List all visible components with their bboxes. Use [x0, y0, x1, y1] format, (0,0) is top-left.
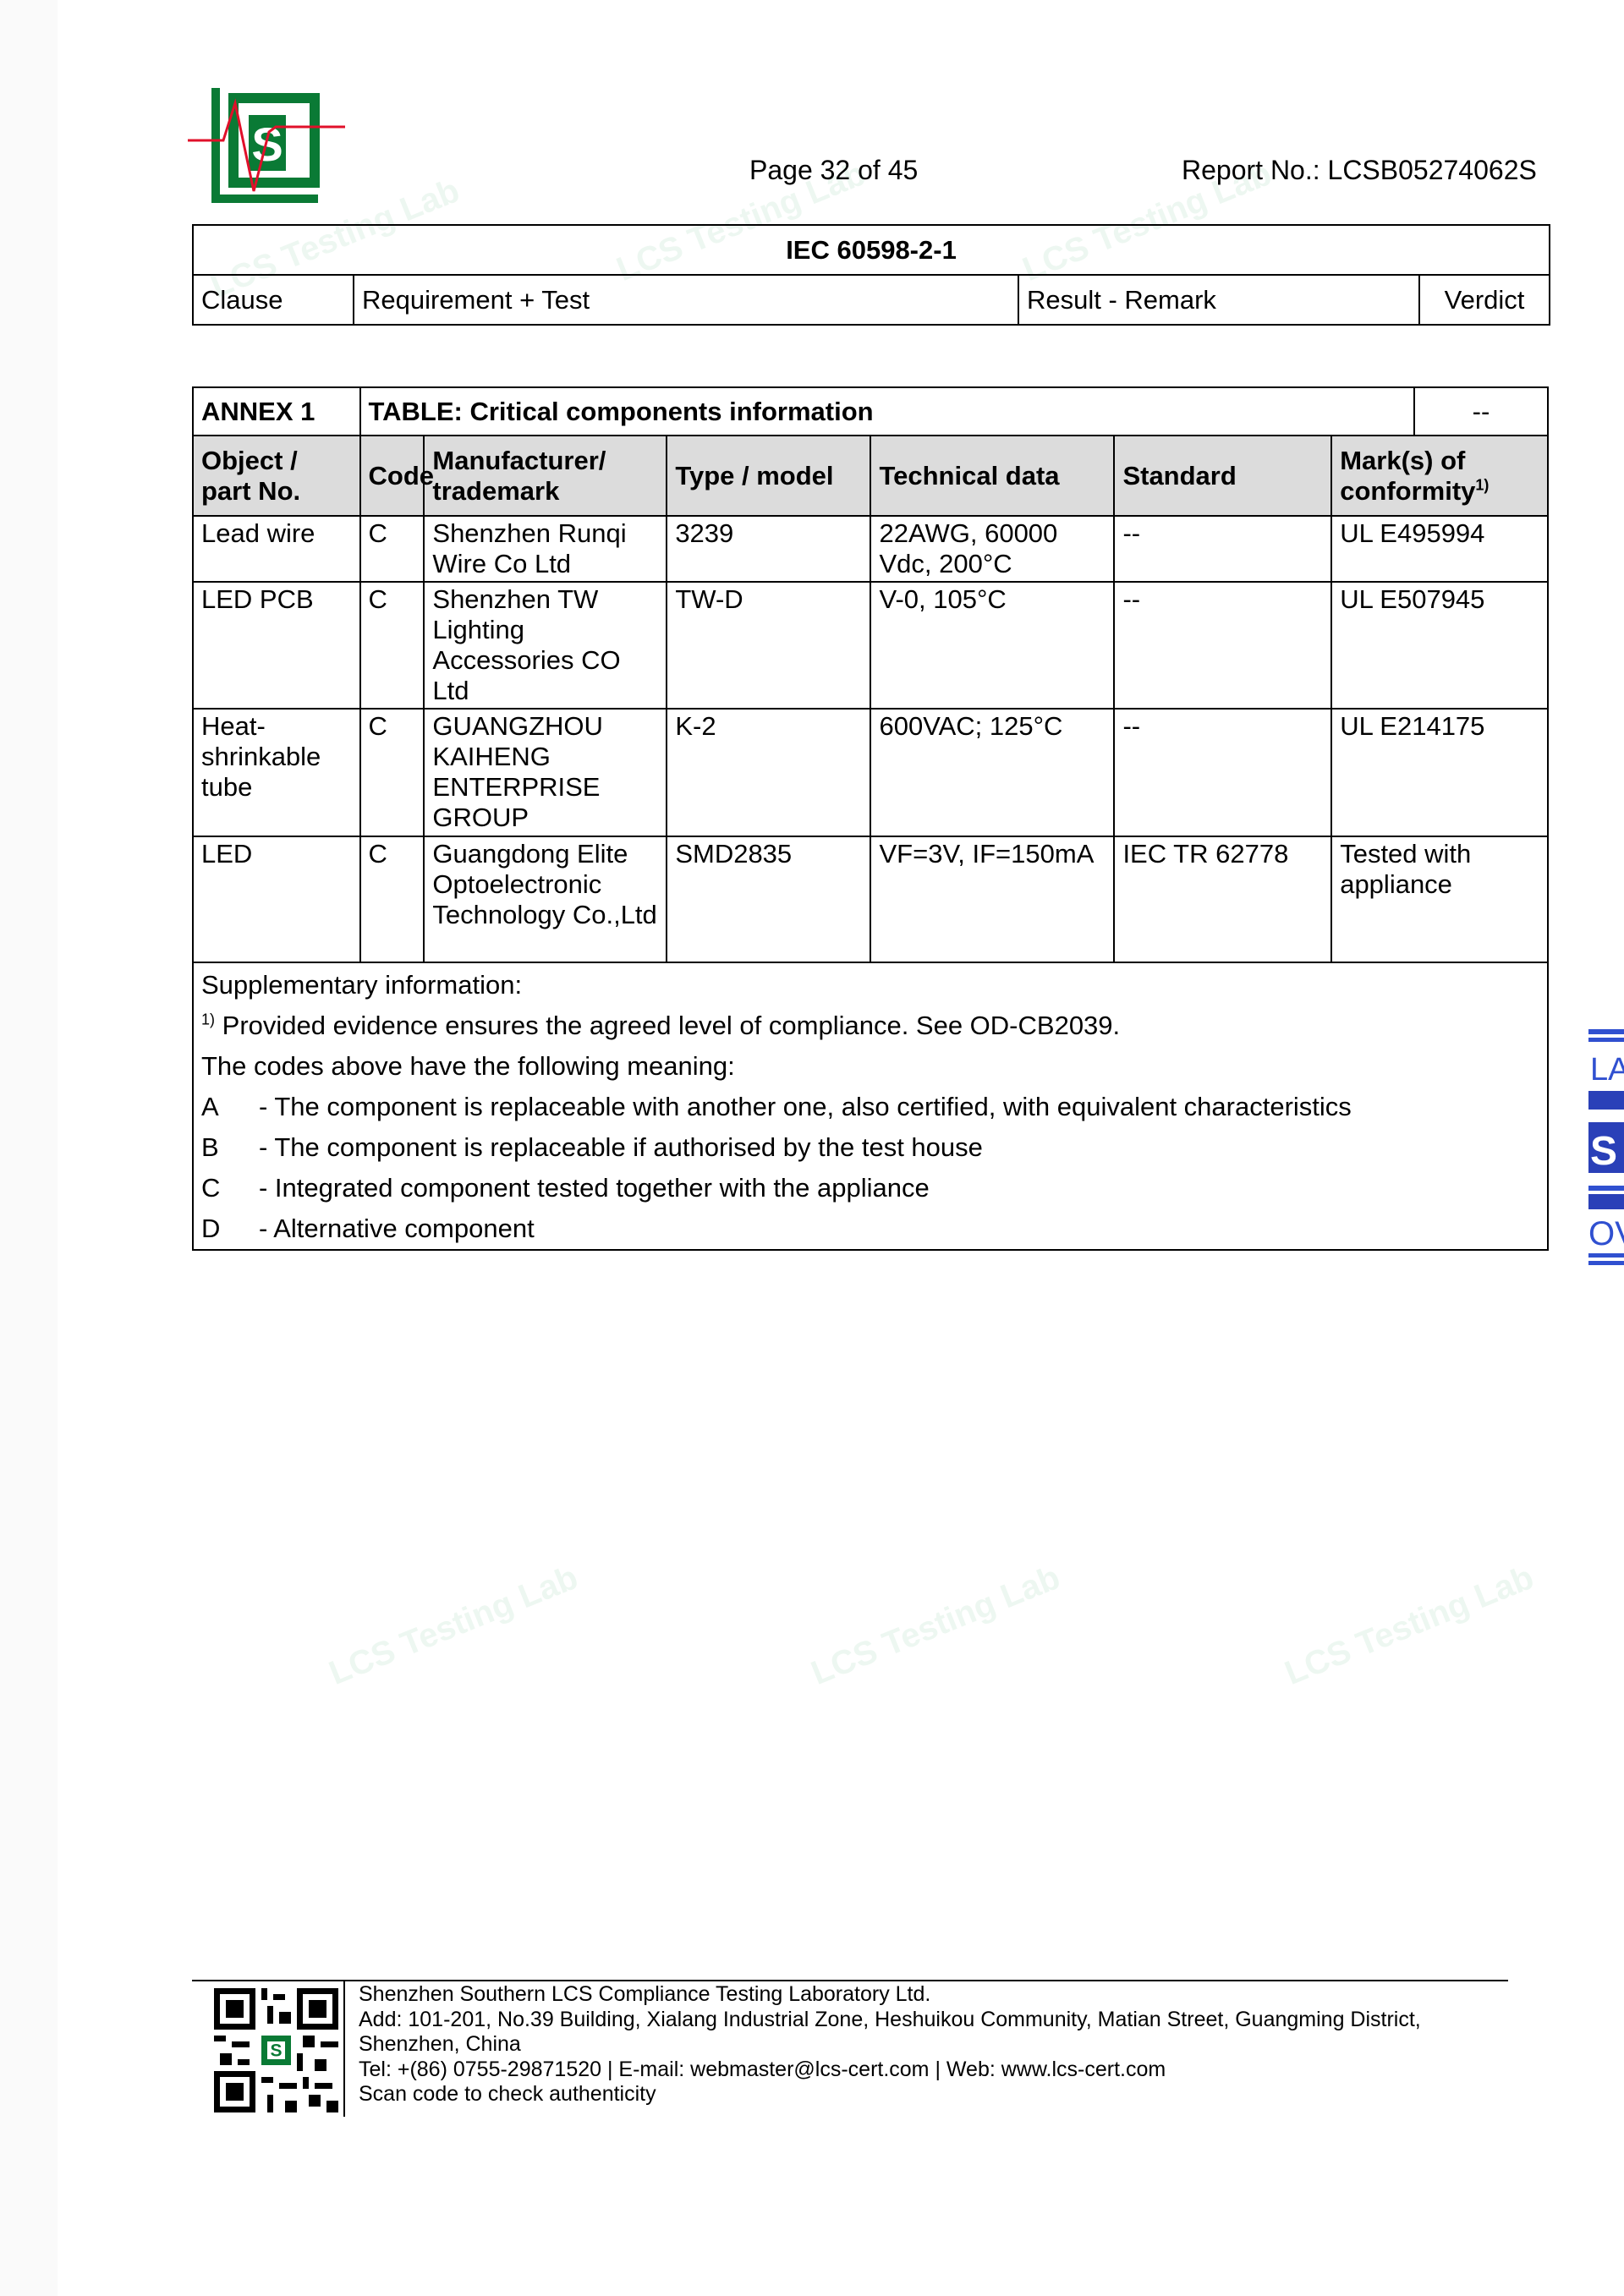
- code-letter: D: [201, 1214, 221, 1243]
- cell-type: SMD2835: [666, 836, 872, 963]
- svg-text:S: S: [251, 118, 283, 171]
- header-technical: Technical data: [870, 435, 1116, 517]
- supplementary-info: Supplementary information: 1) Provided e…: [192, 962, 1549, 1251]
- codes-intro: The codes above have the following meani…: [201, 1051, 735, 1081]
- footer-info: Shenzhen Southern LCS Compliance Testing…: [359, 1982, 1421, 2107]
- cell-mark: UL E495994: [1330, 515, 1549, 583]
- qr-code[interactable]: S: [214, 1988, 338, 2112]
- cell-standard: --: [1113, 708, 1333, 837]
- cell-technical: VF=3V, IF=150mA: [870, 836, 1116, 963]
- code-description: - Integrated component tested together w…: [259, 1173, 930, 1203]
- cell-part: LED PCB: [192, 581, 361, 710]
- annex-verdict: --: [1413, 386, 1550, 436]
- cell-type: K-2: [666, 708, 872, 837]
- cell-code: C: [359, 581, 425, 710]
- scan-hint: Scan code to check authenticity: [359, 2082, 656, 2106]
- svg-text:OV: OV: [1588, 1215, 1624, 1252]
- cell-manufacturer: Shenzhen TW Lighting Accessories CO Ltd: [423, 581, 668, 710]
- code-letter: A: [201, 1092, 219, 1121]
- cell-mark: UL E507945: [1330, 581, 1549, 710]
- code-description: - The component is replaceable with anot…: [259, 1092, 1352, 1121]
- address-line-2: Shenzhen, China: [359, 2032, 521, 2056]
- footer-divider: [192, 1980, 1508, 1981]
- standard-title: IEC 60598-2-1: [192, 224, 1550, 276]
- header-standard: Standard: [1113, 435, 1333, 517]
- cell-standard: --: [1113, 515, 1333, 583]
- cell-mark: Tested with appliance: [1330, 836, 1549, 963]
- table-row: LED PCB C Shenzhen TW Lighting Accessori…: [192, 581, 1549, 710]
- col-result: Result - Remark: [1018, 274, 1420, 326]
- page-number: Page 32 of 45: [749, 155, 919, 185]
- cell-standard: --: [1113, 581, 1333, 710]
- header-mark: Mark(s) of conformity1): [1330, 435, 1549, 517]
- cell-type: TW-D: [666, 581, 872, 710]
- footnote: 1) Provided evidence ensures the agreed …: [201, 1006, 1539, 1046]
- watermark: LCS Testing Lab: [323, 1559, 584, 1692]
- cell-code: C: [359, 515, 425, 583]
- col-requirement: Requirement + Test: [353, 274, 1019, 326]
- lcs-logo: S: [188, 88, 345, 203]
- code-item: A - The component is replaceable with ano…: [201, 1087, 1539, 1127]
- header-manufacturer: Manufacturer/ trademark: [423, 435, 668, 517]
- contact-line: Tel: +(86) 0755-29871520 | E-mail: webma…: [359, 2057, 1166, 2081]
- table-row: Lead wire C Shenzhen Runqi Wire Co Ltd 3…: [192, 515, 1549, 583]
- watermark: LCS Testing Lab: [1279, 1559, 1539, 1692]
- header-code: Code: [359, 435, 434, 517]
- supplementary-row: Supplementary information: 1) Provided e…: [192, 962, 1549, 1251]
- header-part: Object / part No.: [192, 435, 361, 517]
- cell-code: C: [359, 836, 425, 963]
- code-letter: C: [201, 1173, 221, 1203]
- code-description: - Alternative component: [259, 1214, 535, 1243]
- col-clause: Clause: [192, 274, 354, 326]
- cell-technical: 22AWG, 60000 Vdc, 200°C: [870, 515, 1116, 583]
- code-item: C - Integrated component tested together …: [201, 1168, 1539, 1208]
- col-verdict: Verdict: [1418, 274, 1550, 326]
- code-letter: B: [201, 1132, 219, 1162]
- cell-manufacturer: Shenzhen Runqi Wire Co Ltd: [423, 515, 668, 583]
- cell-mark: UL E214175: [1330, 708, 1549, 837]
- header-type: Type / model: [666, 435, 872, 517]
- cell-standard: IEC TR 62778: [1113, 836, 1333, 963]
- cell-manufacturer: Guangdong Elite Optoelectronic Technolog…: [423, 836, 668, 963]
- cell-part: LED: [192, 836, 361, 963]
- company-name: Shenzhen Southern LCS Compliance Testing…: [359, 1982, 931, 2006]
- table-row: Heat-shrinkable tube C GUANGZHOU KAIHENG…: [192, 708, 1549, 837]
- report-number: Report No.: LCSB05274062S: [1182, 155, 1537, 185]
- svg-text:S: S: [1590, 1129, 1617, 1174]
- header-mark-text: Mark(s) of conformity: [1340, 445, 1476, 506]
- cell-type: 3239: [666, 515, 872, 583]
- svg-text:S: S: [270, 2041, 282, 2061]
- table-row: LED C Guangdong Elite Optoelectronic Tec…: [192, 836, 1549, 963]
- cell-manufacturer: GUANGZHOU KAIHENG ENTERPRISE GROUP: [423, 708, 668, 837]
- footer-vertical-divider: [343, 1981, 345, 2117]
- watermark: LCS Testing Lab: [805, 1559, 1066, 1692]
- standard-header-table: IEC 60598-2-1 Clause Requirement + Test …: [192, 224, 1550, 326]
- cell-part: Heat-shrinkable tube: [192, 708, 361, 837]
- footnote-mark: 1): [201, 1011, 216, 1028]
- annex-title: TABLE: Critical components information: [359, 386, 1415, 436]
- code-description: - The component is replaceable if author…: [259, 1132, 983, 1162]
- code-item: B - The component is replaceable if autho…: [201, 1127, 1539, 1168]
- annex-label: ANNEX 1: [192, 386, 361, 436]
- stamp-fragment: LA S OV: [1588, 1029, 1624, 1265]
- code-item: D - Alternative component: [201, 1208, 1539, 1249]
- critical-components-table: ANNEX 1 TABLE: Critical components infor…: [192, 386, 1550, 1251]
- cell-code: C: [359, 708, 425, 837]
- address-line-1: Add: 101-201, No.39 Building, Xialang In…: [359, 2007, 1421, 2031]
- footnote-ref: 1): [1475, 476, 1490, 494]
- svg-text:LA: LA: [1590, 1052, 1624, 1088]
- footnote-text: Provided evidence ensures the agreed lev…: [222, 1011, 1121, 1040]
- cell-technical: V-0, 105°C: [870, 581, 1116, 710]
- cell-technical: 600VAC; 125°C: [870, 708, 1116, 837]
- page-margin-shade: [0, 0, 58, 2296]
- cell-part: Lead wire: [192, 515, 361, 583]
- supplementary-heading: Supplementary information:: [201, 970, 523, 1000]
